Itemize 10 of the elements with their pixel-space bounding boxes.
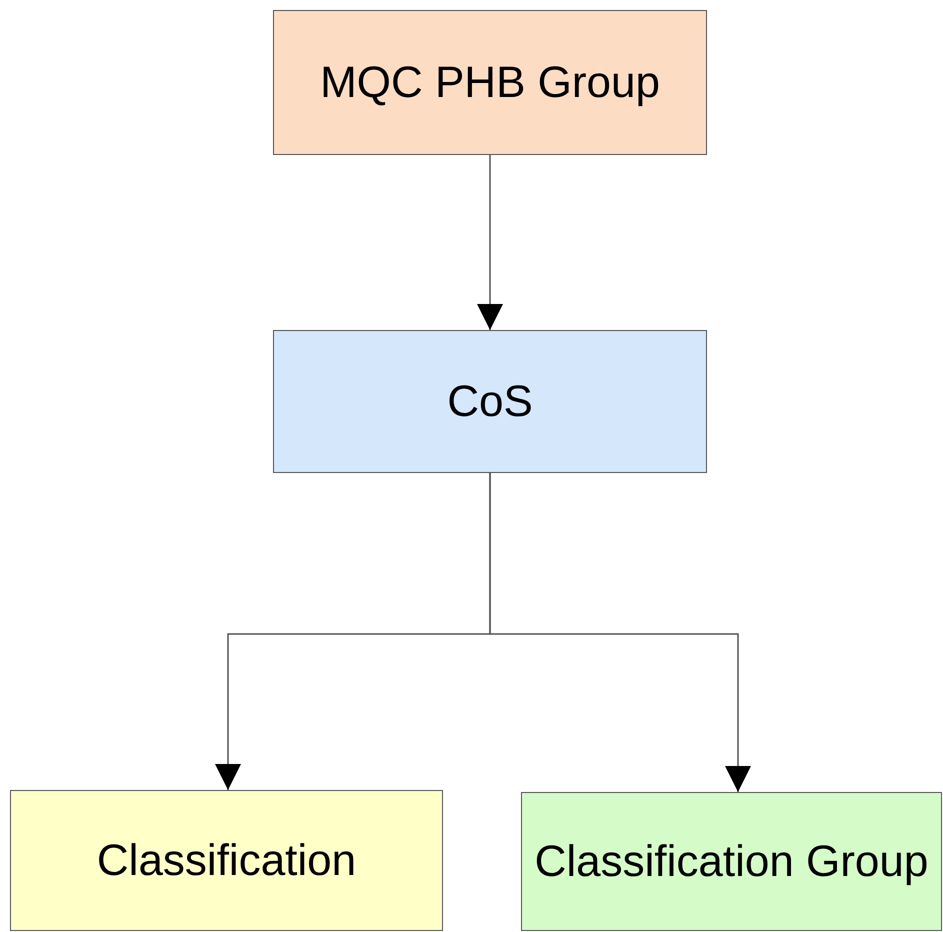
box-label: Classification xyxy=(96,834,356,887)
box-label: MQC PHB Group xyxy=(320,56,660,109)
process-box xyxy=(521,792,942,931)
box-label: Classification Group xyxy=(534,836,928,888)
arrow xyxy=(489,473,751,792)
process-box xyxy=(273,330,707,473)
process-box xyxy=(273,10,707,155)
box-label: CoS xyxy=(447,376,533,428)
process-box xyxy=(10,790,443,931)
arrow xyxy=(477,155,503,330)
